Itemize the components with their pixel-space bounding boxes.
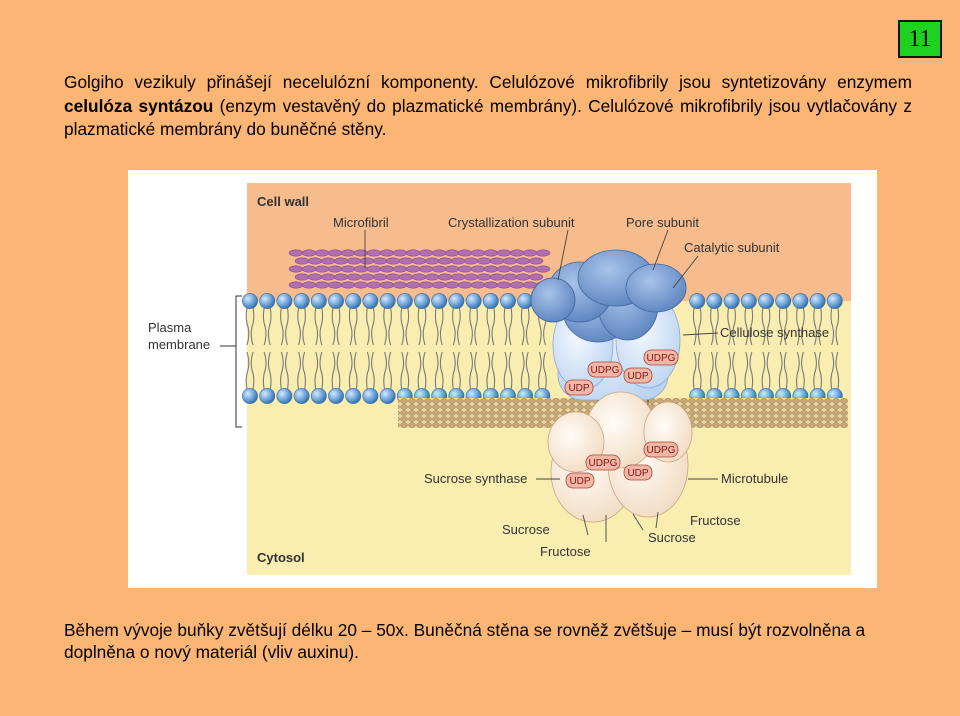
svg-text:UDPG: UDPG xyxy=(589,458,618,469)
intro-paragraph: Golgiho vezikuly přinášejí necelulózní k… xyxy=(64,71,912,142)
label-sucrose-left: Sucrose xyxy=(502,522,550,537)
svg-text:UDP: UDP xyxy=(627,371,648,382)
label-sucrose-right: Sucrose xyxy=(648,530,696,545)
label-fructose-right: Fructose xyxy=(690,513,741,528)
udpg-tag-3: UDPG xyxy=(585,454,621,471)
udpg-tag-4: UDPG xyxy=(643,441,679,458)
udp-tag-3: UDP xyxy=(565,472,595,489)
cellulose-synthase-complex xyxy=(530,249,687,440)
cellulose-synthase-diagram: UDPG UDP UDPG UDP UDPG UDP UDPG UDP xyxy=(128,170,877,588)
plasma-membrane-bracket xyxy=(235,295,242,428)
plasma-membrane-bilayer xyxy=(242,293,843,404)
svg-text:UDP: UDP xyxy=(569,476,590,487)
sucrose-synthase-complex xyxy=(547,391,693,542)
label-cytosol: Cytosol xyxy=(257,550,305,565)
label-microtubule: Microtubule xyxy=(721,471,788,486)
label-leader-lines xyxy=(364,229,719,480)
udpg-tag-1: UDPG xyxy=(587,361,623,378)
svg-text:UDPG: UDPG xyxy=(647,353,676,364)
label-pore-subunit: Pore subunit xyxy=(626,215,699,230)
slide-number: 11 xyxy=(898,20,942,58)
label-cell-wall: Cell wall xyxy=(257,194,309,209)
label-sucrose-synthase: Sucrose synthase xyxy=(424,471,527,486)
svg-text:UDP: UDP xyxy=(568,383,589,394)
label-plasma-line2: membrane xyxy=(148,337,210,352)
intro-text-bold: celulóza syntázou xyxy=(64,95,214,116)
label-cellulose-synthase: Cellulose synthase xyxy=(720,325,829,340)
svg-text:UDPG: UDPG xyxy=(591,365,620,376)
microfibril-strands xyxy=(288,249,551,289)
svg-text:UDPG: UDPG xyxy=(647,445,676,456)
label-catalytic-subunit: Catalytic subunit xyxy=(684,240,780,255)
intro-text-part1: Golgiho vezikuly přinášejí necelulózní k… xyxy=(64,72,912,92)
label-microfibril: Microfibril xyxy=(333,215,389,230)
label-fructose-left: Fructose xyxy=(540,544,591,559)
outro-paragraph: Během vývoje buňky zvětšují délku 20 – 5… xyxy=(64,620,866,662)
intro-text-part2: (enzym vestavěný do plazmatické membrány… xyxy=(64,95,912,140)
udp-tag-4: UDP xyxy=(623,464,653,481)
udp-tag-1: UDP xyxy=(564,379,594,396)
svg-text:UDP: UDP xyxy=(627,468,648,479)
udpg-tag-2: UDPG xyxy=(643,349,679,366)
label-crystallization-subunit: Crystallization subunit xyxy=(448,215,575,230)
diagram-svg: UDPG UDP UDPG UDP UDPG UDP UDPG UDP xyxy=(148,183,851,575)
label-plasma-line1: Plasma xyxy=(148,320,192,335)
udp-tag-2: UDP xyxy=(623,367,653,384)
